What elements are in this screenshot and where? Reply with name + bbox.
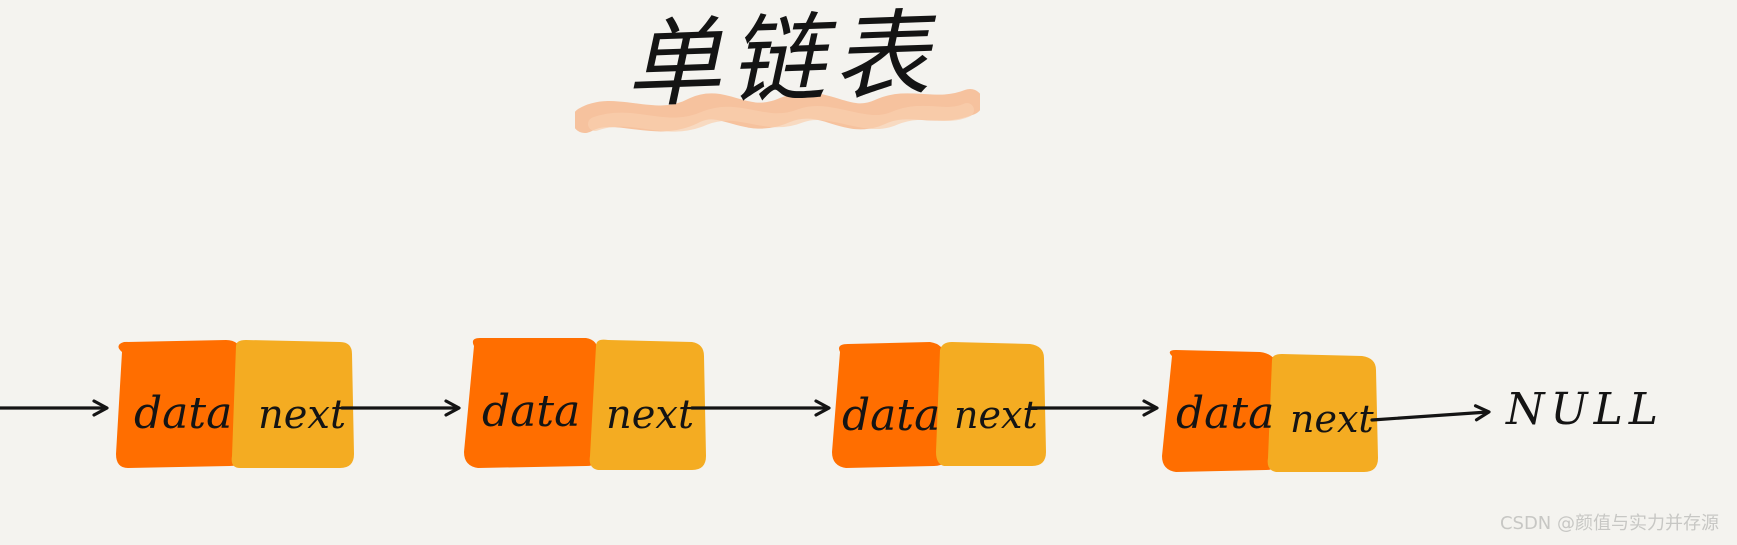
data-label: data xyxy=(134,388,232,439)
list-node: data next xyxy=(116,340,354,468)
list-node: data next xyxy=(1162,350,1378,472)
data-label: data xyxy=(842,390,940,441)
data-label: data xyxy=(482,386,580,437)
null-arrow xyxy=(1372,412,1488,420)
watermark: CSDN @颜值与实力并存源 xyxy=(1500,509,1719,535)
next-label: next xyxy=(954,393,1038,437)
next-label: next xyxy=(606,392,695,438)
null-label: NULL xyxy=(1505,384,1664,435)
next-label: next xyxy=(1290,397,1374,441)
list-node: data next xyxy=(464,338,706,470)
data-label: data xyxy=(1176,388,1274,439)
list-node: data next xyxy=(832,342,1046,468)
next-label: next xyxy=(258,392,347,438)
